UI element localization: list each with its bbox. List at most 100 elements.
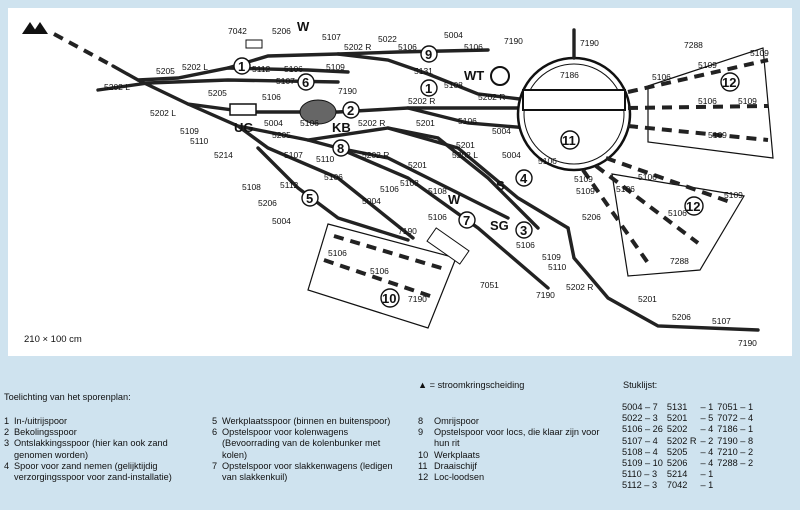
- slag-crane-7051: [426, 227, 470, 265]
- track-3: [386, 126, 540, 230]
- parts-cell: [715, 469, 755, 480]
- number-11: 11: [562, 133, 576, 148]
- label-5131: 5131: [414, 66, 433, 76]
- workshop-building: [307, 223, 457, 329]
- legend-section: ▲ = stroomkringscheiding Stuklijst: Toel…: [0, 356, 800, 510]
- label-5004: 5004: [492, 126, 511, 136]
- loco-shed-12-bottom: [611, 173, 745, 277]
- label-W: W: [297, 19, 310, 34]
- label-W2: W: [448, 192, 461, 207]
- label-5106: 5106: [516, 240, 535, 250]
- label-5202L: 5202 L: [182, 62, 208, 72]
- separator-icon: ▲: [418, 380, 428, 390]
- label-5201: 5201: [638, 294, 657, 304]
- label-5106: 5106: [652, 72, 671, 82]
- building-7042: [245, 39, 263, 49]
- label-7190: 7190: [408, 294, 427, 304]
- label-5004: 5004: [444, 30, 463, 40]
- parts-cell: 7051 – 1: [717, 402, 754, 412]
- label-5214: 5214: [214, 150, 233, 160]
- parts-cell: 5205: [666, 446, 688, 457]
- separator-legend: ▲ = stroomkringscheiding: [418, 380, 525, 390]
- label-5106: 5106: [458, 116, 477, 126]
- label-5205: 5205: [208, 88, 227, 98]
- label-5112: 5112: [252, 64, 271, 74]
- number-10: 10: [382, 291, 396, 306]
- label-S: S: [496, 178, 505, 193]
- number-7: 7: [463, 213, 470, 228]
- label-5110: 5110: [316, 154, 335, 164]
- label-7190: 7190: [738, 338, 757, 348]
- number-12a: 12: [722, 75, 736, 90]
- label-7190: 7190: [536, 290, 555, 300]
- label-SG: SG: [490, 218, 509, 233]
- number-2: 2: [347, 103, 354, 118]
- workshop-track-2: [323, 258, 437, 300]
- label-5004: 5004: [264, 118, 283, 128]
- number-5: 5: [306, 191, 313, 206]
- label-5201: 5201: [456, 140, 475, 150]
- label-5206: 5206: [272, 26, 291, 36]
- parts-cell: 7186 – 1: [717, 424, 754, 435]
- track-7: [336, 146, 550, 290]
- label-5201: 5201: [408, 160, 427, 170]
- track-plan-diagram: 1 6 9 1 2 8 4 3 5 7 10 11 12 12 5202 L 5…: [22, 19, 774, 348]
- parts-cell: 5109 – 10: [622, 458, 663, 469]
- label-5106: 5106: [380, 184, 399, 194]
- label-5107: 5107: [276, 76, 295, 86]
- label-5106: 5106: [428, 212, 447, 222]
- label-5107: 5107: [284, 150, 303, 160]
- track-5-a: [236, 124, 415, 240]
- track-1-lower: [336, 52, 530, 102]
- track-5-b: [256, 146, 410, 242]
- label-7186: 7186: [560, 70, 579, 80]
- parts-cell: – 2: [700, 435, 714, 446]
- parts-cell: 5022 – 3: [622, 413, 658, 424]
- label-5109: 5109: [750, 48, 769, 58]
- label-5109: 5109: [574, 174, 593, 184]
- label-KB: KB: [332, 120, 351, 135]
- label-5202R: 5202 R: [408, 96, 435, 106]
- parts-cell: – 4: [700, 458, 714, 469]
- label-5202R: 5202 R: [358, 118, 385, 128]
- track-exit-right: [566, 226, 760, 332]
- label-5108: 5108: [444, 80, 463, 90]
- label-5106: 5106: [616, 184, 635, 194]
- parts-cell: 5206: [666, 458, 688, 469]
- number-8: 8: [337, 141, 344, 156]
- workshop-track-1: [333, 234, 449, 272]
- shed-track-4: [605, 156, 734, 205]
- label-5109: 5109: [708, 130, 727, 140]
- label-5205: 5205: [272, 130, 291, 140]
- parts-cell: – 4: [700, 446, 714, 457]
- number-1a: 1: [238, 59, 245, 74]
- number-3: 3: [520, 223, 527, 238]
- parts-cell: 5131: [666, 402, 688, 412]
- turntable-bridge: [522, 89, 626, 111]
- track-4: [306, 126, 570, 230]
- parts-cell: – 1: [700, 469, 714, 480]
- parts-cell: 5106 – 26: [622, 424, 663, 435]
- label-5109: 5109: [542, 252, 561, 262]
- label-5110: 5110: [190, 136, 209, 146]
- shed-track-1: [627, 58, 769, 94]
- sand-shed-ug: [229, 103, 257, 116]
- label-5106: 5106: [300, 118, 319, 128]
- parts-cell: 5004 – 7: [622, 402, 658, 412]
- parts-cell: 7072 – 4: [717, 413, 754, 424]
- label-5109: 5109: [738, 96, 757, 106]
- label-5022: 5022: [378, 34, 397, 44]
